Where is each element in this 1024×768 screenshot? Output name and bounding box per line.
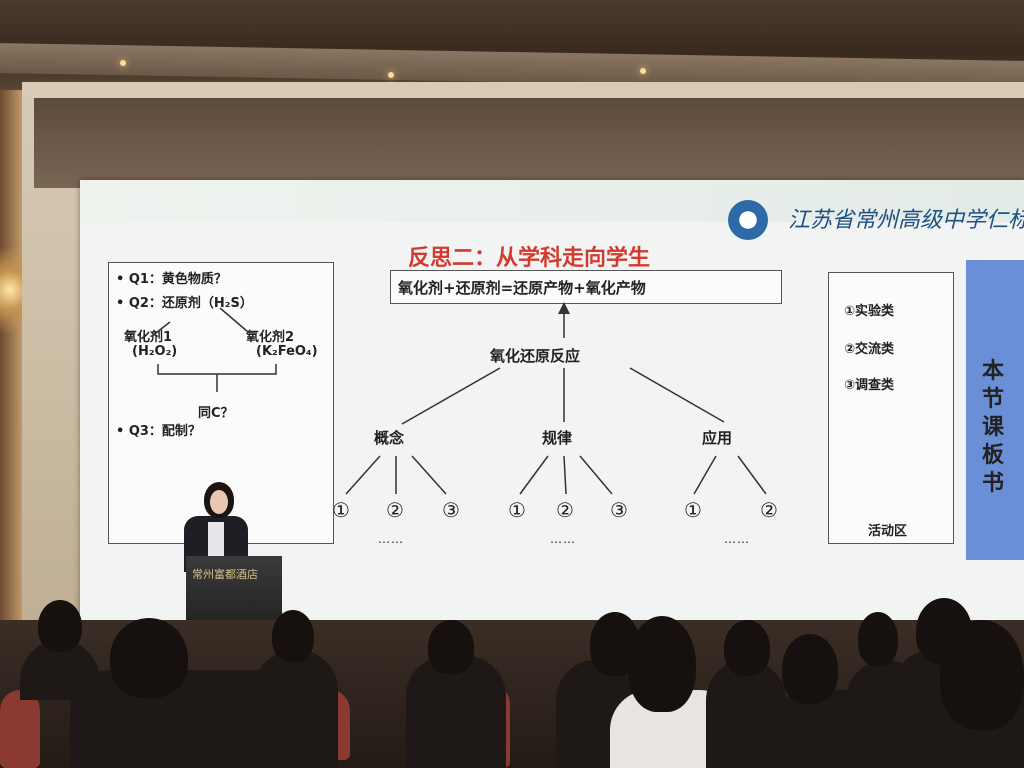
- audience-member: [254, 650, 338, 768]
- connector-line: [345, 455, 381, 495]
- branch-concept: 概念: [374, 429, 405, 447]
- rules-item-3: ③: [610, 498, 628, 522]
- slide-title: 反思二：从学科走向学生: [408, 240, 650, 272]
- connector-line: [519, 455, 549, 495]
- audience-member: [406, 656, 506, 768]
- activity-footer: 活动区: [868, 524, 908, 539]
- concept-item-2: ②: [386, 498, 404, 522]
- audience-head: [428, 620, 474, 674]
- audience-head: [110, 618, 188, 698]
- connector-line: [411, 455, 447, 495]
- concept-more: ……: [378, 532, 404, 546]
- school-logo-icon: [728, 200, 768, 240]
- connector-line: [737, 455, 767, 495]
- podium-label: 常州富都酒店: [192, 568, 258, 581]
- side-label-char: 本: [981, 359, 1004, 384]
- ceiling-light: [388, 72, 394, 78]
- side-label: 本 节 课 板 书: [978, 358, 1008, 498]
- side-label-char: 节: [981, 387, 1004, 412]
- activity-item-1: ①实验类: [844, 304, 895, 319]
- branch-rules: 规律: [542, 429, 573, 447]
- audience-head: [628, 616, 696, 712]
- audience-head: [782, 634, 838, 704]
- speaker-shirt: [208, 522, 224, 556]
- concept-item-1: ①: [332, 498, 350, 522]
- activity-item-2: ②交流类: [844, 342, 895, 357]
- activity-box: [828, 272, 954, 544]
- oxidant-1-label: 氧化剂1: [124, 330, 173, 345]
- side-label-bar: [966, 260, 1024, 560]
- slide-header-band: [80, 180, 1024, 222]
- frame-header-panel: [34, 98, 1024, 188]
- connector-line: [629, 367, 725, 423]
- connector-line: [151, 321, 171, 337]
- connector-line: [579, 455, 613, 495]
- audience-head: [272, 610, 314, 662]
- oxidant-2-label: 氧化剂2: [246, 330, 295, 345]
- side-label-char: 课: [981, 415, 1004, 440]
- connector-line: [693, 455, 717, 495]
- chair: [0, 690, 40, 768]
- application-item-1: ①: [684, 498, 702, 522]
- concept-item-3: ③: [442, 498, 460, 522]
- side-label-char: 板: [981, 443, 1004, 468]
- audience-head: [940, 620, 1024, 730]
- rules-item-1: ①: [508, 498, 526, 522]
- redox-center-node: 氧化还原反应: [490, 347, 581, 365]
- bracket-line: [157, 364, 277, 375]
- ceiling-light: [640, 68, 646, 74]
- rules-item-2: ②: [556, 498, 574, 522]
- redox-equation: 氧化剂+还原剂=还原产物+氧化产物: [398, 279, 646, 297]
- application-more: ……: [724, 532, 750, 546]
- connector-line: [563, 455, 567, 495]
- branch-application: 应用: [702, 429, 733, 447]
- title-end: 学生: [606, 246, 651, 271]
- title-prefix: 反思二：: [408, 246, 497, 271]
- question-2: • Q2：还原剂（H₂S）: [116, 296, 253, 311]
- arrow-up-icon: [558, 302, 570, 314]
- oxidant-1-formula: (H₂O₂): [132, 344, 178, 359]
- audience-head: [38, 600, 82, 652]
- rules-more: ……: [550, 532, 576, 546]
- title-accent: 走向: [562, 246, 607, 271]
- mind-map-lines: [151, 302, 767, 495]
- ceiling-light: [120, 60, 126, 66]
- connector-line: [219, 307, 249, 333]
- activity-item-3: ③调查类: [844, 378, 895, 393]
- oxidant-2-formula: (K₂FeO₄): [256, 344, 318, 359]
- audience-head: [724, 620, 770, 676]
- audience-head: [858, 612, 898, 666]
- application-item-2: ②: [760, 498, 778, 522]
- title-main: 从学科: [496, 246, 563, 271]
- same-c-question: 同C？: [198, 406, 234, 421]
- question-3: • Q3：配制？: [116, 424, 201, 439]
- equation-box: [390, 270, 782, 304]
- connector-line: [401, 367, 501, 425]
- school-name: 江苏省常州高级中学仁标: [788, 208, 1024, 233]
- speaker-face: [210, 490, 228, 514]
- question-1: • Q1：黄色物质？: [116, 272, 227, 287]
- side-label-char: 书: [981, 471, 1004, 496]
